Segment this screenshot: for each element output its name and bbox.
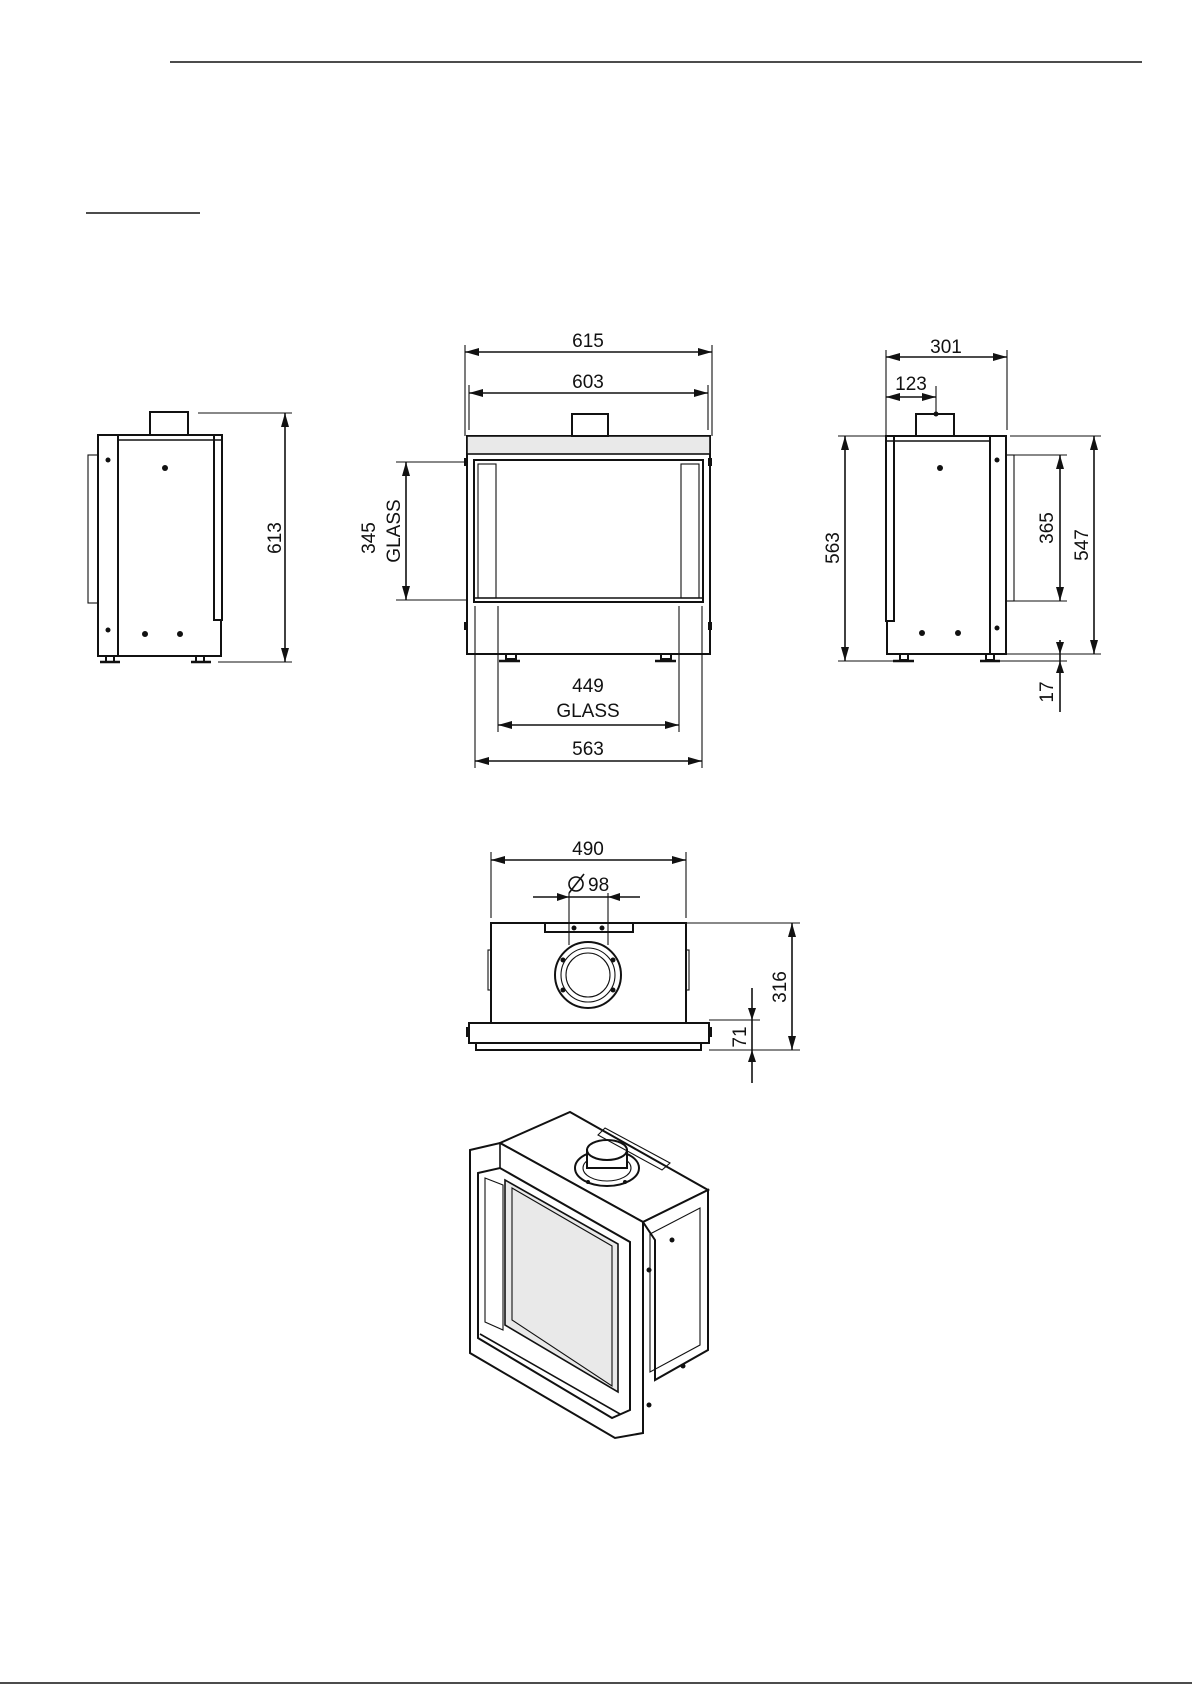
dim-left-height: 613 (265, 522, 286, 554)
dim-front-inner-width: 603 (572, 372, 604, 393)
left-side-view (88, 412, 292, 662)
dim-top-flue-diameter: 98 (588, 875, 609, 896)
dim-right-opening-height: 365 (1037, 512, 1058, 544)
dim-front-glass-width-label: GLASS (556, 701, 619, 722)
dim-front-outer-width: 615 (572, 331, 604, 352)
dim-top-width: 490 (572, 839, 604, 860)
dim-top-depth: 316 (770, 971, 791, 1003)
dim-front-glass-width: 449 (572, 676, 604, 697)
dim-front-base-width: 563 (572, 739, 604, 760)
right-side-view (838, 350, 1101, 712)
diameter-symbol-icon (569, 874, 584, 893)
dim-right-depth: 301 (930, 337, 962, 358)
isometric-view (470, 1112, 708, 1438)
dim-right-total-height: 563 (823, 532, 844, 564)
dim-front-glass-height-label: GLASS (384, 499, 405, 562)
dim-right-foot-height: 17 (1037, 681, 1058, 702)
front-view (396, 345, 712, 768)
dim-right-flue-offset: 123 (895, 374, 927, 395)
dim-front-glass-height: 345 (359, 522, 380, 554)
dim-right-frame-height: 547 (1072, 529, 1093, 561)
dim-top-frame-depth: 71 (730, 1026, 751, 1047)
